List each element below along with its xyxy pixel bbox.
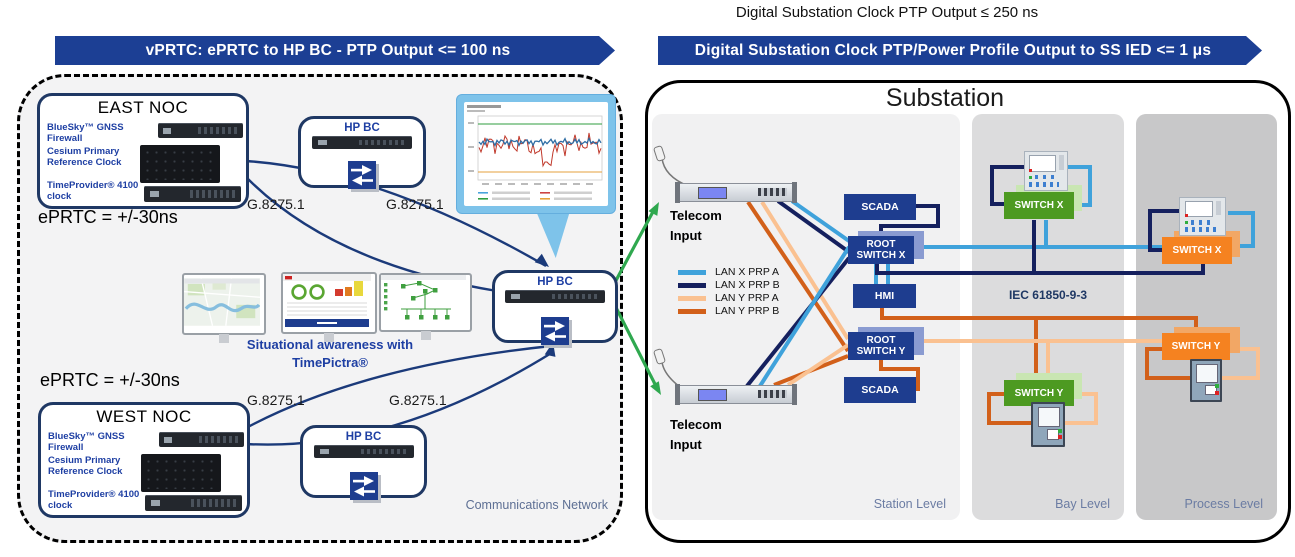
timeprovider-device-image (145, 495, 242, 511)
merging-unit-device (1190, 359, 1222, 402)
timeprovider-device-image (144, 186, 241, 202)
legend-row: LAN X PRP B (678, 279, 780, 291)
iec-61850-label: IEC 61850-9-3 (1008, 288, 1088, 302)
communications-network-label: Communications Network (465, 498, 608, 512)
performance-chart-plot (464, 102, 608, 206)
g8275-label: G.8275.1 (247, 196, 305, 212)
telecom-clock-device-top (675, 182, 797, 203)
lan-legend: LAN X PRP A LAN X PRP B LAN Y PRP A LAN … (678, 266, 780, 317)
process-level-panel: Process Level (1136, 114, 1277, 520)
map-monitor (182, 273, 266, 335)
boundary-clock-icon (541, 317, 569, 345)
east-noc-box: EAST NOC BlueSky™ GNSS Firewall Cesium P… (37, 93, 249, 209)
situational-awareness-caption-line1: Situational awareness with (246, 337, 414, 352)
bluesky-label: BlueSky™ GNSS Firewall (47, 122, 124, 145)
bay-level-label: Bay Level (1055, 497, 1110, 511)
boundary-clock-icon (349, 472, 378, 500)
cesium-label: Cesium Primary Reference Clock (48, 455, 123, 478)
hp-bc-label: HP BC (345, 431, 382, 443)
protection-ied-device (1024, 151, 1068, 191)
bluesky-device-image (159, 432, 244, 447)
lan-x-prp-a-swatch (678, 269, 706, 275)
process-switch-x-node: SWITCH X (1162, 237, 1232, 264)
legend-label: LAN Y PRP A (715, 292, 779, 304)
hp-bc-box-top: HP BC (298, 116, 426, 189)
hp-bc-label: HP BC (537, 276, 573, 288)
timeprovider-label: TimeProvider® 4100 clock (47, 180, 139, 203)
eprtc-label-bottom: ePRTC = +/-30ns (40, 370, 180, 390)
west-noc-title: WEST NOC (96, 407, 192, 426)
left-banner-label: vPRTC: ePRTC to HP BC - PTP Output <= 10… (145, 41, 511, 59)
dashboard-monitor (281, 272, 377, 334)
station-level-panel: Station Level (652, 114, 960, 520)
timeprovider-label: TimeProvider® 4100 clock (48, 489, 140, 512)
bay-switch-x-node: SWITCH X (1004, 192, 1074, 219)
right-banner: Digital Substation Clock PTP/Power Profi… (658, 36, 1262, 65)
eprtc-label-top: ePRTC = +/-30ns (38, 207, 178, 227)
network-topology-monitor (379, 273, 472, 332)
telecom-input-label-top: Telecom Input (670, 208, 722, 244)
legend-row: LAN Y PRP B (678, 305, 780, 317)
root-switch-x-node: ROOT SWITCH X (848, 236, 914, 264)
left-banner: vPRTC: ePRTC to HP BC - PTP Output <= 10… (55, 36, 615, 65)
g8275-label: G.8275.1 (389, 392, 447, 408)
lan-y-prp-a-swatch (678, 295, 706, 301)
legend-row: LAN Y PRP A (678, 292, 780, 304)
legend-label: LAN X PRP A (715, 266, 780, 278)
scada-node-bottom: SCADA (844, 377, 916, 403)
merging-unit-device (1031, 402, 1065, 447)
legend-label: LAN X PRP B (715, 279, 780, 291)
hmi-node: HMI (853, 284, 916, 308)
g8275-label: G.8275.1 (386, 196, 444, 212)
west-noc-box: WEST NOC BlueSky™ GNSS Firewall Cesium P… (38, 402, 250, 518)
legend-row: LAN X PRP A (678, 266, 780, 278)
g8275-label: G.8275.1 (247, 392, 305, 408)
station-level-label: Station Level (873, 497, 946, 511)
protection-ied-device (1179, 197, 1226, 236)
hp-bc-box-center: HP BC (492, 270, 618, 345)
lan-x-prp-b-swatch (678, 282, 706, 288)
hp-bc-label: HP BC (344, 122, 380, 134)
east-noc-title: EAST NOC (97, 98, 189, 117)
bluesky-label: BlueSky™ GNSS Firewall (48, 431, 125, 454)
legend-label: LAN Y PRP B (715, 305, 780, 317)
root-switch-y-node: ROOT SWITCH Y (848, 332, 914, 360)
telecom-input-label-bottom: Telecom Input (670, 417, 722, 453)
boundary-clock-icon (348, 161, 376, 189)
hp-bc-box-bottom: HP BC (300, 425, 427, 500)
hp-bc-device-image (505, 290, 605, 303)
lan-y-prp-b-swatch (678, 308, 706, 314)
scada-node-top: SCADA (844, 194, 916, 220)
right-banner-label: Digital Substation Clock PTP/Power Profi… (694, 41, 1212, 59)
hp-bc-device-image (313, 445, 414, 458)
cesium-device-image (140, 145, 220, 183)
top-title: Digital Substation Clock PTP Output ≤ 25… (735, 4, 1039, 21)
process-level-label: Process Level (1184, 497, 1263, 511)
timepictra-caption-line2: TimePictra® (292, 355, 368, 370)
bluesky-device-image (158, 123, 243, 138)
substation-title: Substation (885, 84, 1005, 112)
hp-bc-device-image (312, 136, 412, 149)
cesium-device-image (141, 454, 221, 492)
performance-chart-inset (456, 94, 616, 214)
telecom-clock-device-bottom (675, 384, 797, 405)
cesium-label: Cesium Primary Reference Clock (47, 146, 122, 169)
process-switch-y-node: SWITCH Y (1162, 333, 1230, 360)
